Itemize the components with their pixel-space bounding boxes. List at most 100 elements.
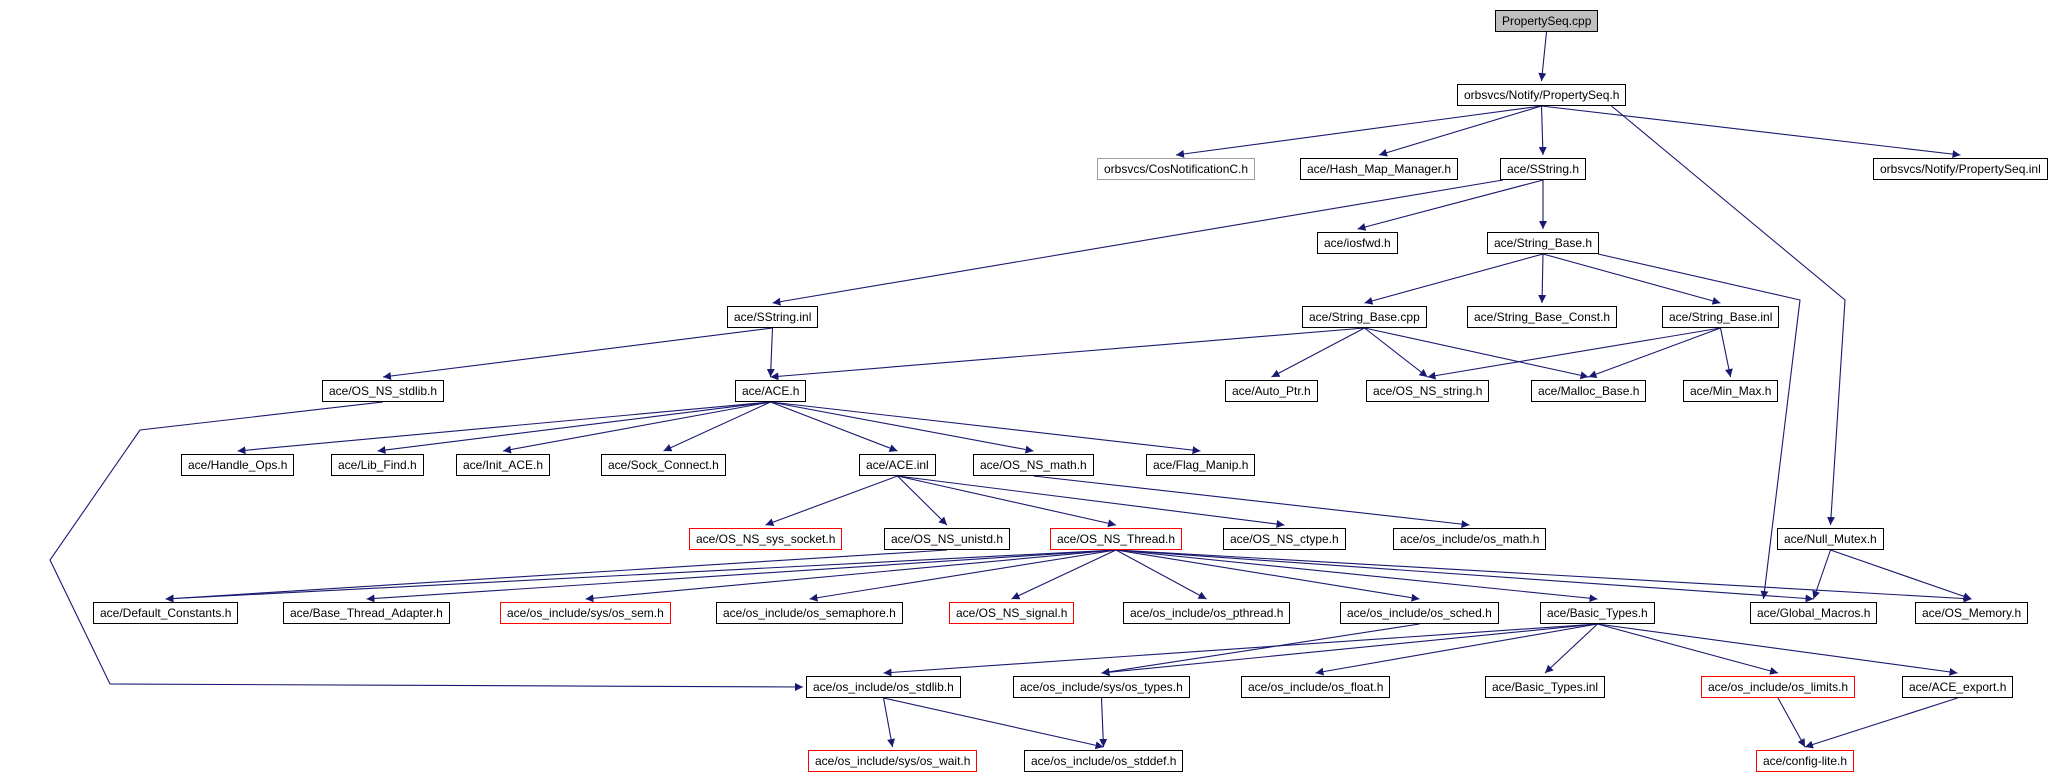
graph-node-strbase_cpp[interactable]: ace/String_Base.cpp [1302, 306, 1427, 329]
edge-os_ns_thread--os_sched [1115, 549, 1420, 602]
edge-os_ns_thread--os_ns_signal [1011, 549, 1117, 600]
graph-node-os_semaphore[interactable]: ace/os_include/os_semaphore.h [716, 602, 903, 625]
graph-node-ace_h[interactable]: ace/ACE.h [735, 380, 807, 403]
graph-node-malloc_base[interactable]: ace/Malloc_Base.h [1531, 380, 1647, 403]
graph-node-iosfwd[interactable]: ace/iosfwd.h [1317, 232, 1398, 255]
graph-node-os_stddef[interactable]: ace/os_include/os_stddef.h [1024, 750, 1184, 773]
edge-pseq_cpp--pseq_h [1538, 31, 1548, 82]
graph-node-cosnotif[interactable]: orbsvcs/CosNotificationC.h [1097, 158, 1256, 181]
graph-node-os_ns_string[interactable]: ace/OS_NS_string.h [1366, 380, 1490, 403]
edge-ace_h--init_ace [502, 401, 771, 454]
edge-os_ns_thread--base_thread_adapter [366, 549, 1117, 603]
edge-strbase_inl--malloc_base [1588, 327, 1721, 378]
graph-node-pseq_cpp[interactable]: PropertySeq.cpp [1495, 10, 1599, 33]
graph-node-hashmap[interactable]: ace/Hash_Map_Manager.h [1300, 158, 1459, 181]
graph-node-null_mutex[interactable]: ace/Null_Mutex.h [1777, 528, 1884, 551]
graph-node-basic_types_inl[interactable]: ace/Basic_Types.inl [1485, 676, 1606, 699]
edge-os_limits--config_lite [1777, 697, 1806, 748]
edge-os_ns_thread--os_pthread [1115, 549, 1207, 600]
graph-node-strbase_inl[interactable]: ace/String_Base.inl [1662, 306, 1780, 329]
graph-node-strbase_h[interactable]: ace/String_Base.h [1487, 232, 1600, 255]
graph-node-sys_types[interactable]: ace/os_include/sys/os_types.h [1013, 676, 1190, 699]
edge-os_ns_stdlib--os_inc_stdlib [49, 401, 804, 691]
edge-basic_types_h--os_inc_stdlib [883, 623, 1598, 677]
graph-node-default_constants[interactable]: ace/Default_Constants.h [93, 602, 239, 625]
edge-ace_h--ace_inl [770, 401, 898, 452]
graph-node-config_lite[interactable]: ace/config-lite.h [1756, 750, 1855, 773]
edge-null_mutex--global_macros [1812, 549, 1832, 600]
graph-node-sock_connect[interactable]: ace/Sock_Connect.h [601, 454, 726, 477]
edge-os_ns_thread--default_constants [165, 549, 1117, 603]
edge-null_mutex--os_memory [1830, 549, 1972, 601]
graph-node-pseq_h[interactable]: orbsvcs/Notify/PropertySeq.h [1457, 84, 1627, 107]
graph-node-ace_inl[interactable]: ace/ACE.inl [859, 454, 936, 477]
edge-pseq_h--null_mutex [1611, 105, 1846, 526]
edge-basic_types_h--ace_export [1597, 623, 1958, 676]
graph-node-os_sem[interactable]: ace/os_include/sys/os_sem.h [500, 602, 671, 625]
edge-basic_types_h--os_float [1315, 623, 1598, 676]
edge-ace_h--lib_find [377, 401, 771, 454]
graph-node-lib_find[interactable]: ace/Lib_Find.h [331, 454, 424, 477]
graph-node-os_ns_ctype[interactable]: ace/OS_NS_ctype.h [1223, 528, 1346, 551]
graph-node-auto_ptr[interactable]: ace/Auto_Ptr.h [1225, 380, 1318, 403]
edge-pseq_h--cosnotif [1175, 105, 1542, 158]
edge-strbase_cpp--ace_h [770, 327, 1365, 381]
graph-node-os_ns_thread[interactable]: ace/OS_NS_Thread.h [1050, 528, 1183, 551]
edge-ace_h--os_ns_math [770, 401, 1034, 454]
graph-node-init_ace[interactable]: ace/Init_ACE.h [456, 454, 551, 477]
edge-ace_h--handle_ops [237, 401, 771, 455]
graph-node-basic_types_h[interactable]: ace/Basic_Types.h [1540, 602, 1655, 625]
edge-strbase_cpp--os_ns_string [1364, 327, 1428, 378]
edge-strbase_cpp--auto_ptr [1271, 327, 1365, 378]
graph-node-base_thread_adapter[interactable]: ace/Base_Thread_Adapter.h [283, 602, 450, 625]
edge-ace_h--flag_manip [770, 401, 1201, 455]
graph-node-os_memory[interactable]: ace/OS_Memory.h [1915, 602, 2029, 625]
graph-node-handle_ops[interactable]: ace/Handle_Ops.h [181, 454, 295, 477]
edge-os_inc_stdlib--os_stddef [883, 697, 1104, 750]
graph-node-os_ns_unistd[interactable]: ace/OS_NS_unistd.h [884, 528, 1011, 551]
edge-os_ns_math--os_inc_math [1033, 475, 1470, 529]
graph-node-os_inc_stdlib[interactable]: ace/os_include/os_stdlib.h [806, 676, 961, 699]
graph-node-os_pthread[interactable]: ace/os_include/os_pthread.h [1123, 602, 1291, 625]
graph-node-global_macros[interactable]: ace/Global_Macros.h [1750, 602, 1878, 625]
edge-sstring_inl--os_ns_stdlib [382, 327, 773, 380]
edge-strbase_inl--min_max [1719, 327, 1733, 378]
graph-node-strbase_const[interactable]: ace/String_Base_Const.h [1467, 306, 1618, 329]
edge-ace_inl--os_ns_ctype [897, 475, 1285, 528]
edge-sstring_inl--ace_h [766, 327, 775, 378]
graph-node-os_limits[interactable]: ace/os_include/os_limits.h [1701, 676, 1856, 699]
graph-node-os_ns_math[interactable]: ace/OS_NS_math.h [973, 454, 1094, 477]
graph-node-os_ns_sys_socket[interactable]: ace/OS_NS_sys_socket.h [689, 528, 843, 551]
edge-strbase_inl--os_ns_string [1427, 327, 1721, 380]
edge-os_ns_thread--global_macros [1115, 549, 1814, 603]
graph-node-pseq_inl[interactable]: orbsvcs/Notify/PropertySeq.inl [1873, 158, 2048, 181]
edge-pseq_h--hashmap [1378, 105, 1542, 157]
graph-node-flag_manip[interactable]: ace/Flag_Manip.h [1146, 454, 1256, 477]
edge-ace_export--config_lite [1804, 697, 1958, 749]
graph-node-os_float[interactable]: ace/os_include/os_float.h [1241, 676, 1391, 699]
graph-node-os_ns_signal[interactable]: ace/OS_NS_signal.h [949, 602, 1075, 625]
edge-os_inc_stdlib--os_wait [882, 697, 895, 748]
graph-node-os_sched[interactable]: ace/os_include/os_sched.h [1340, 602, 1499, 625]
edge-ace_inl--os_ns_sys_socket [765, 475, 898, 526]
graph-node-ace_export[interactable]: ace/ACE_export.h [1902, 676, 2014, 699]
edge-strbase_h--strbase_const [1538, 253, 1547, 304]
edge-basic_types_h--basic_types_inl [1544, 623, 1598, 674]
edge-ace_inl--os_ns_unistd [897, 475, 948, 526]
graph-node-os_inc_math[interactable]: ace/os_include/os_math.h [1393, 528, 1547, 551]
edge-os_sched--sys_types [1101, 623, 1420, 676]
edge-basic_types_h--os_limits [1597, 623, 1779, 675]
edge-pseq_h--sstring_h [1538, 105, 1547, 156]
graph-node-sstring_h[interactable]: ace/SString.h [1500, 158, 1587, 181]
edge-strbase_cpp--malloc_base [1364, 327, 1589, 380]
graph-node-min_max[interactable]: ace/Min_Max.h [1683, 380, 1779, 403]
edge-ace_h--sock_connect [663, 401, 771, 452]
graph-node-os_wait[interactable]: ace/os_include/sys/os_wait.h [808, 750, 978, 773]
edge-strbase_h--global_macros [1597, 253, 1801, 600]
edge-os_ns_unistd--default_constants [165, 549, 948, 603]
graph-node-sstring_inl[interactable]: ace/SString.inl [727, 306, 819, 329]
edge-os_ns_thread--basic_types_h [1115, 549, 1598, 603]
graph-node-os_ns_stdlib[interactable]: ace/OS_NS_stdlib.h [322, 380, 445, 403]
edge-strbase_h--strbase_cpp [1364, 253, 1544, 305]
